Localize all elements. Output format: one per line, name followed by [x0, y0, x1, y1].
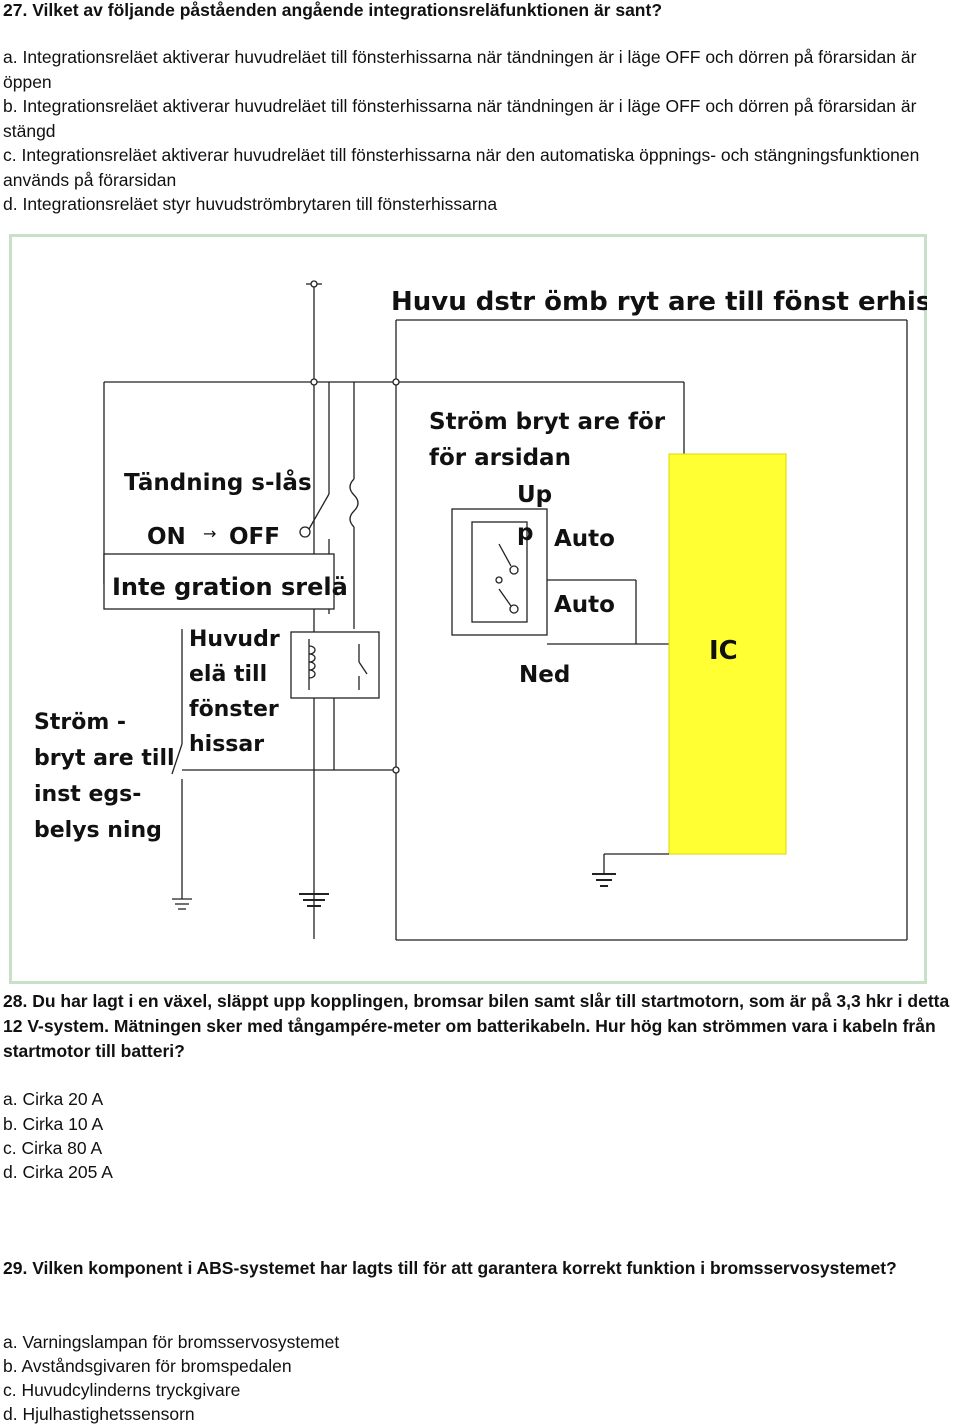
up-contact-dot [509, 565, 519, 575]
main-relay-label-3: fönster [189, 697, 279, 722]
relay-contact-lever [358, 661, 368, 675]
common-dot [495, 576, 503, 584]
ic-block [668, 453, 787, 855]
lighting-switch-label-4: belys ning [34, 818, 162, 843]
q28-option-a: a. Cirka 20 A [3, 1089, 104, 1109]
ic-label: IC [709, 636, 738, 666]
q28-option-b: b. Cirka 10 A [3, 1114, 104, 1134]
q29-option-a: a. Varningslampan för bromsservosystemet [3, 1332, 340, 1352]
driver-switch-box [451, 508, 548, 636]
ignition-switch-contact [299, 526, 311, 538]
junction-dot [392, 378, 400, 386]
supply-terminal-dot [310, 280, 318, 288]
auto-label-1: Auto [554, 526, 615, 552]
q29-option-c: c. Huvudcylinderns tryckgivare [3, 1380, 241, 1400]
question-28-title: 28. Du har lagt i en växel, släppt upp k… [3, 991, 950, 1061]
q28-option-c: c. Cirka 80 A [3, 1138, 103, 1158]
ignition-lock-label: Tändning s-lås [124, 469, 312, 496]
lighting-switch-label-1: Ström - [34, 710, 126, 735]
junction-dot [392, 766, 400, 774]
q27-option-b: b. Integrationsreläet aktiverar huvudrel… [3, 96, 917, 141]
integration-relay-box [103, 553, 335, 610]
driver-switch-label-line1: Ström bryt are för [429, 409, 666, 435]
driver-switch-label-line2: för arsidan [429, 445, 571, 471]
question-27-title: 27. Vilket av följande påståenden angåen… [3, 0, 663, 20]
down-contact [498, 588, 512, 607]
up-label-line1: Up [517, 482, 552, 508]
circuit-diagram: Huvu dstr ömb ryt are till fönst erhissa… [9, 234, 927, 984]
lighting-switch-label-2: bryt are till [34, 746, 175, 771]
main-relay-box [290, 631, 380, 699]
main-relay-label-2: elä till [189, 662, 267, 687]
main-relay-label-1: Huvudr [189, 627, 280, 652]
main-switch-label: Huvu dstr ömb ryt are till fönst erhissa… [391, 287, 927, 317]
question-29-title: 29. Vilken komponent i ABS-systemet har … [3, 1258, 897, 1278]
on-label: ON [147, 524, 186, 550]
arrow-icon: → [203, 524, 216, 543]
ignition-switch-lever [308, 493, 330, 530]
junction-dot [310, 378, 318, 386]
off-label: OFF [229, 524, 280, 550]
up-label-line2: p [517, 520, 533, 546]
driver-switch-inner [471, 521, 528, 623]
q27-option-d: d. Integrationsreläet styr huvudströmbry… [3, 194, 498, 214]
lighting-switch-label-3: inst egs- [34, 782, 141, 807]
q29-option-b: b. Avståndsgivaren för bromspedalen [3, 1356, 292, 1376]
auto-label-2: Auto [554, 592, 615, 618]
main-relay-label-4: hissar [189, 732, 264, 757]
integration-relay-label: Inte gration srelä [112, 573, 348, 601]
q28-option-d: d. Cirka 205 A [3, 1162, 113, 1182]
q29-option-d: d. Hjulhastighetssensorn [3, 1404, 195, 1424]
lighting-switch-lever [171, 743, 183, 775]
down-contact-dot [509, 604, 519, 614]
down-label: Ned [519, 662, 570, 688]
fuse-icon [349, 478, 359, 528]
q27-option-a: a. Integrationsreläet aktiverar huvudrel… [3, 47, 917, 92]
q27-option-c: c. Integrationsreläet aktiverar huvudrel… [3, 145, 920, 190]
up-contact [498, 543, 512, 567]
